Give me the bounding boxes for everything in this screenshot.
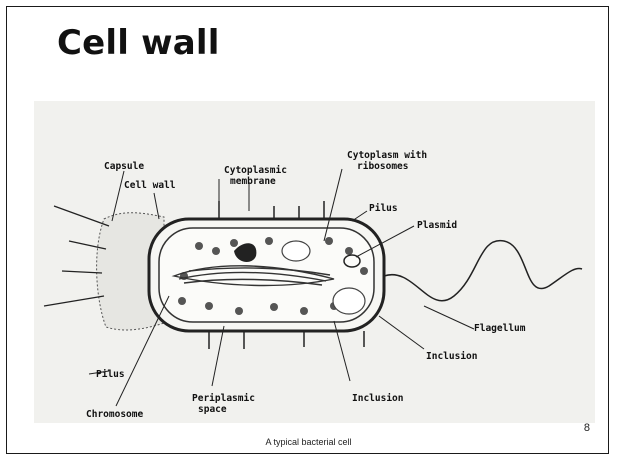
bacterial-cell-diagram: Capsule Cell wall Cytoplasmic membrane C…	[34, 101, 595, 423]
flagellum-shape	[384, 241, 582, 301]
label-capsule: Capsule	[104, 161, 144, 172]
label-cell-wall: Cell wall	[124, 180, 176, 191]
label-inclusion-right: Inclusion	[426, 351, 477, 362]
figure-caption: A typical bacterial cell	[7, 437, 610, 447]
label-cytoplasmic-2: membrane	[230, 176, 276, 187]
label-pilus-bottom: Pilus	[96, 369, 125, 380]
label-cytoplasmic-1: Cytoplasmic	[224, 165, 287, 176]
label-periplasmic-2: space	[198, 404, 227, 415]
label-flagellum: Flagellum	[474, 323, 526, 334]
label-cytoplasm-1: Cytoplasm with	[347, 150, 427, 161]
slide-title: Cell wall	[57, 23, 220, 63]
label-chromosome: Chromosome	[86, 409, 143, 420]
inclusion-shape-2	[282, 241, 310, 261]
page-number: 8	[584, 422, 590, 434]
label-cytoplasm-2: ribosomes	[357, 161, 408, 172]
label-periplasmic-1: Periplasmic	[192, 393, 255, 404]
inclusion-shape	[333, 288, 365, 314]
label-plasmid: Plasmid	[417, 220, 457, 231]
label-pilus-top: Pilus	[369, 203, 398, 214]
slide: Cell wall	[6, 6, 609, 454]
label-inclusion-bottom: Inclusion	[352, 393, 403, 404]
bacterial-cell-figure: Capsule Cell wall Cytoplasmic membrane C…	[34, 101, 595, 423]
